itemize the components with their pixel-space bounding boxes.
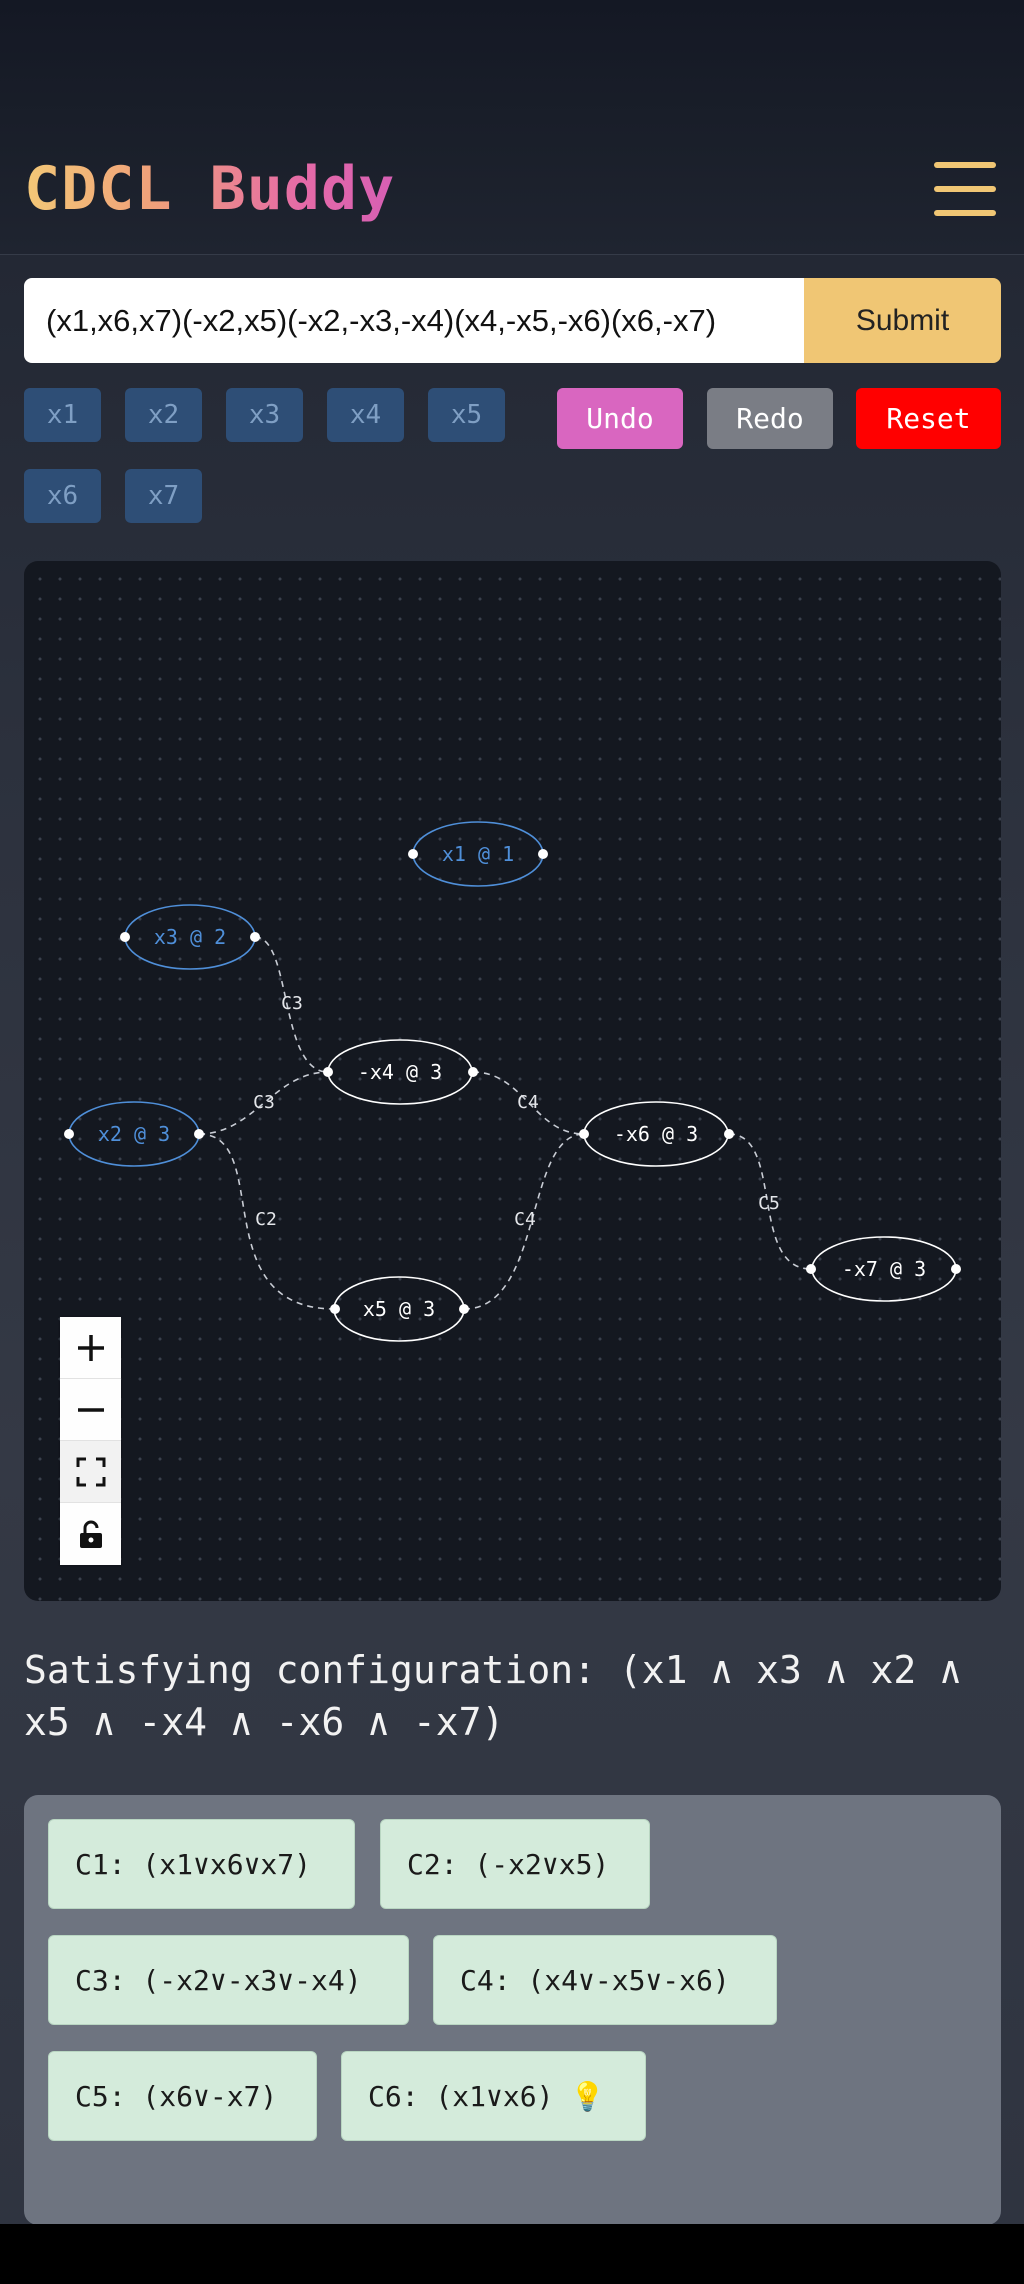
clause-card-c6[interactable]: C6: (x1∨x6) 💡 [341,2051,646,2141]
graph-node-x1[interactable]: x1 @ 1 [408,821,548,887]
clause-card-c2[interactable]: C2: (-x2∨x5) [380,1819,650,1909]
lock-icon[interactable] [60,1503,121,1565]
variable-chip-x4[interactable]: x4 [327,388,404,442]
formula-input[interactable] [24,278,804,363]
svg-text:x2 @ 3: x2 @ 3 [98,1122,170,1146]
graph-edge-label: C3 [253,1092,275,1113]
graph-zoom-controls [60,1317,121,1565]
graph-edge-label: C4 [514,1209,536,1230]
hamburger-menu-icon[interactable] [934,162,996,216]
graph-node-x5[interactable]: x5 @ 3 [330,1276,469,1342]
graph-edge [254,936,329,1073]
menu-line [934,186,996,192]
header-bar [0,0,1024,255]
graph-edge [472,1071,585,1135]
svg-text:x5 @ 3: x5 @ 3 [363,1297,435,1321]
menu-line [934,162,996,168]
variable-chip-x1[interactable]: x1 [24,388,101,442]
graph-edge-label: C3 [281,993,303,1014]
graph-node-neg-x6[interactable]: -x6 @ 3 [579,1101,734,1167]
graph-node-x2[interactable]: x2 @ 3 [64,1101,204,1167]
graph-edge-label: C2 [255,1209,277,1230]
clause-card-c5[interactable]: C5: (x6∨-x7) [48,2051,317,2141]
implication-graph[interactable]: C3 C3 C2 C4 C4 C5 x1 @ 1 x3 @ 2 x2 @ 3 [24,561,1001,1601]
svg-text:x3 @ 2: x3 @ 2 [154,925,226,949]
zoom-out-icon[interactable] [60,1379,121,1441]
clause-list: C1: (x1∨x6∨x7) C2: (-x2∨x5) C3: (-x2∨-x3… [24,1795,1001,2225]
graph-edge [198,1133,336,1310]
graph-node-x3[interactable]: x3 @ 2 [120,904,260,970]
graph-svg: C3 C3 C2 C4 C4 C5 x1 @ 1 x3 @ 2 x2 @ 3 [64,821,961,1342]
svg-text:-x4 @ 3: -x4 @ 3 [358,1060,442,1084]
svg-text:-x7 @ 3: -x7 @ 3 [842,1257,926,1281]
svg-text:x1 @ 1: x1 @ 1 [442,842,514,866]
variable-chip-x3[interactable]: x3 [226,388,303,442]
graph-node-neg-x4[interactable]: -x4 @ 3 [323,1039,478,1105]
svg-text:-x6 @ 3: -x6 @ 3 [614,1122,698,1146]
submit-button[interactable]: Submit [804,278,1001,363]
satisfying-configuration-text: Satisfying configuration: (x1 ∧ x3 ∧ x2 … [24,1648,962,1744]
graph-edge-label: C4 [517,1092,539,1113]
clause-card-c3[interactable]: C3: (-x2∨-x3∨-x4) [48,1935,409,2025]
app-title: CDCL Buddy [24,148,395,230]
fit-view-icon[interactable] [60,1441,121,1503]
variable-chip-x7[interactable]: x7 [125,469,202,523]
graph-node-neg-x7[interactable]: -x7 @ 3 [806,1236,961,1302]
reset-button[interactable]: Reset [856,388,1001,449]
variable-chip-x2[interactable]: x2 [125,388,202,442]
graph-edge-label: C5 [758,1193,780,1214]
undo-button[interactable]: Undo [557,388,683,449]
clause-card-c1[interactable]: C1: (x1∨x6∨x7) [48,1819,355,1909]
bottom-bar [0,2224,1024,2284]
redo-button[interactable]: Redo [707,388,833,449]
variable-chip-x6[interactable]: x6 [24,469,101,523]
variable-chip-x5[interactable]: x5 [428,388,505,442]
zoom-in-icon[interactable] [60,1317,121,1379]
clause-card-c4[interactable]: C4: (x4∨-x5∨-x6) [433,1935,777,2025]
menu-line [934,210,996,216]
